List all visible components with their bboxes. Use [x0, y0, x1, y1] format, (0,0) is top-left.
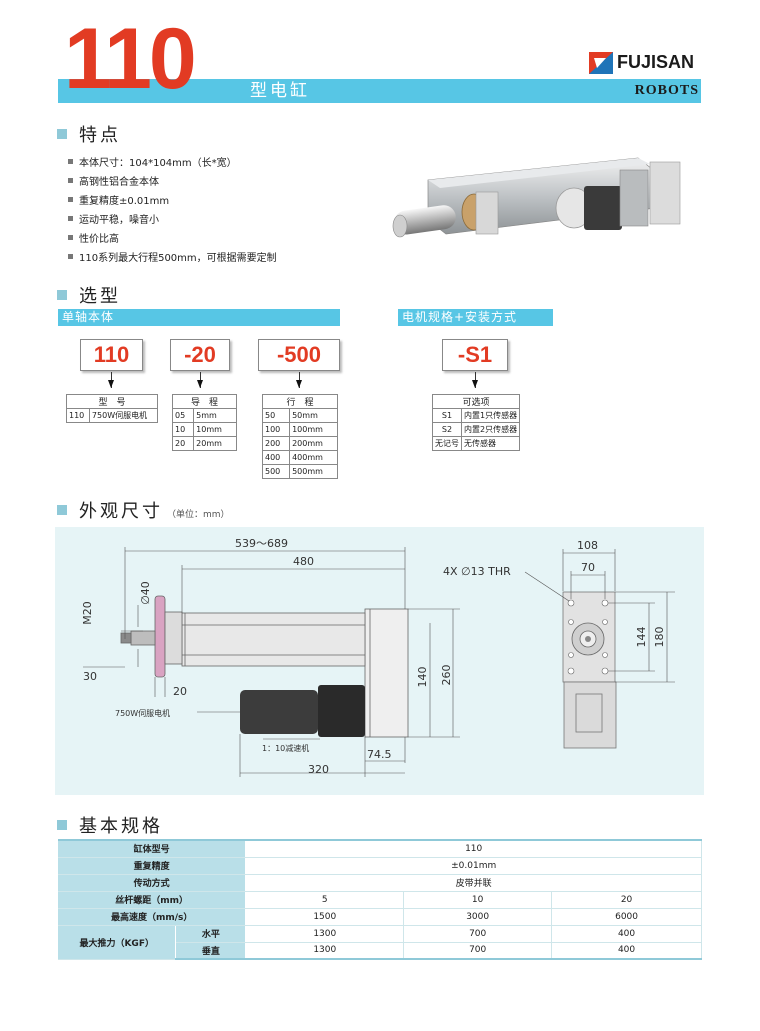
table-row: 最大推力（KGF） 水平 1300 700 400 — [58, 925, 702, 960]
body-bar: 单轴本体 — [58, 309, 340, 326]
bullet-icon — [68, 178, 73, 183]
list-item: 重复精度±0.01mm — [68, 190, 277, 209]
table-row: 丝杆螺距（mm） 5 10 20 — [58, 891, 702, 909]
dim-motor-length: 320 — [308, 763, 329, 776]
arrow-down-icon — [472, 380, 478, 388]
product-image — [392, 157, 681, 238]
list-item: 运动平稳，噪音小 — [68, 209, 277, 228]
reducer-shape — [318, 685, 365, 737]
servo-motor-shape — [240, 690, 318, 734]
bullet-icon — [68, 235, 73, 240]
arrow-down-icon — [108, 380, 114, 388]
list-item: 本体尺寸：104*104mm（长*宽） — [68, 152, 277, 171]
dim-thread: M20 — [81, 601, 94, 625]
front-view-motor — [563, 681, 617, 749]
table-row: 110 750W伺服电机 — [66, 408, 159, 423]
arrow-down-icon — [296, 380, 302, 388]
list-item: 性价比高 — [68, 228, 277, 247]
code-stroke: -500 — [258, 339, 340, 371]
brand-subtitle: ROBOTS — [634, 83, 699, 98]
list-item: 高钢性铝合金本体 — [68, 171, 277, 190]
hole-note: 4X ∅13 THR — [443, 565, 511, 578]
heading-square-icon — [57, 505, 67, 515]
table-row: 传动方式 皮带并联 — [58, 874, 702, 892]
dim-height-260: 260 — [440, 665, 453, 686]
bullet-icon — [68, 254, 73, 259]
reducer-note: 1：10减速机 — [262, 743, 309, 753]
specs-heading: 基本规格 — [57, 812, 163, 838]
dim-height-140: 140 — [416, 667, 429, 688]
motor-bar: 电机规格+安装方式 — [398, 309, 553, 326]
table-row: 缸体型号 110 — [58, 839, 702, 858]
table-row: 垂直 1300 700 400 — [58, 942, 702, 960]
dimension-drawing-panel: 539～689 480 ∅40 M20 30 20 140 260 750W伺服… — [55, 527, 704, 795]
motor-note: 750W伺服电机 — [115, 708, 170, 718]
arrow-down-icon — [197, 380, 203, 388]
dim-width-108: 108 — [577, 539, 598, 552]
table-row: 无记号无传感器 — [432, 436, 521, 451]
bullet-icon — [68, 159, 73, 164]
specs-table: 缸体型号 110 重复精度 ±0.01mm 传动方式 皮带并联 丝杆螺距（mm）… — [58, 839, 702, 960]
code-option: -S1 — [442, 339, 508, 371]
bullet-icon — [68, 216, 73, 221]
model-number-title: 110 — [64, 11, 197, 107]
heading-square-icon — [57, 820, 67, 830]
dim-rod-diameter: ∅40 — [139, 581, 152, 605]
dim-rod-end: 30 — [83, 670, 97, 683]
dim-total-length: 539～689 — [235, 537, 288, 550]
brand-name: FUJISAN — [617, 52, 695, 72]
dim-offset: 74.5 — [367, 748, 392, 761]
list-item: 110系列最大行程500mm，可根据需要定制 — [68, 247, 277, 266]
code-lead: -20 — [170, 339, 230, 371]
table-row: 重复精度 ±0.01mm — [58, 857, 702, 875]
model-subtitle: 型电缸 — [250, 81, 310, 101]
heading-square-icon — [57, 290, 67, 300]
heading-square-icon — [57, 129, 67, 139]
features-heading: 特点 — [57, 121, 121, 147]
selection-heading: 选型 — [57, 282, 121, 308]
model-table: 型 号 110 750W伺服电机 — [66, 394, 159, 423]
dimension-drawing: 539～689 480 ∅40 M20 30 20 140 260 750W伺服… — [81, 537, 675, 777]
dim-body-length: 480 — [293, 555, 314, 568]
dim-width-70: 70 — [581, 561, 595, 574]
code-model: 110 — [80, 339, 143, 371]
dim-height-180: 180 — [653, 627, 666, 648]
dim-height-144: 144 — [635, 627, 648, 648]
table-row: 最高速度（mm/s） 1500 3000 6000 — [58, 908, 702, 926]
header-band — [58, 79, 701, 103]
bullet-icon — [68, 197, 73, 202]
fujisan-logo-icon — [589, 52, 613, 74]
dim-flange: 20 — [173, 685, 187, 698]
features-list: 本体尺寸：104*104mm（长*宽） 高钢性铝合金本体 重复精度±0.01mm… — [68, 152, 277, 266]
dimensions-heading: 外观尺寸 （单位：mm） — [57, 497, 230, 523]
